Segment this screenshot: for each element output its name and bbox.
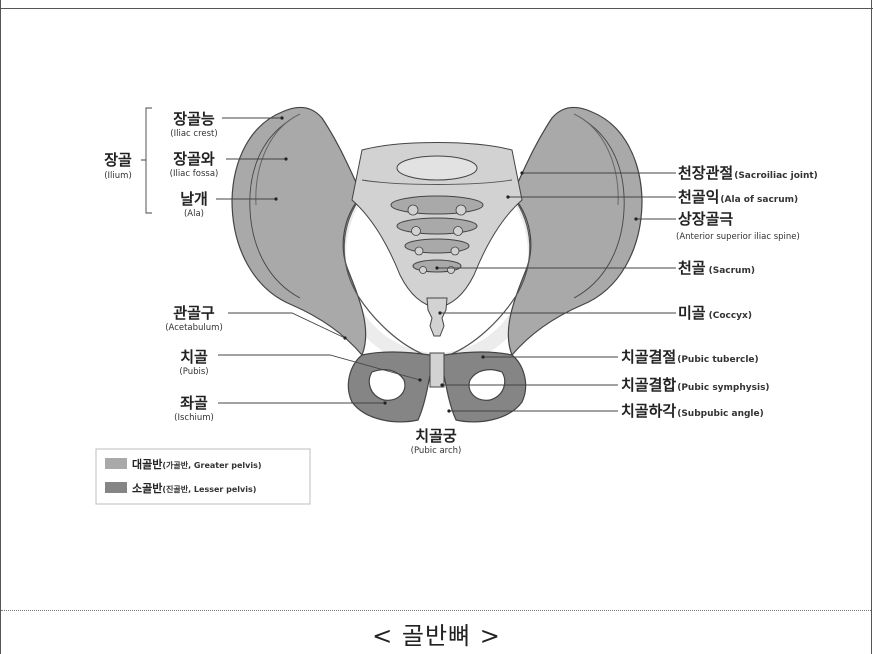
iliac-crest-label-en: (Iliac crest) [170,129,217,139]
ischium-label-en: (Ischium) [174,413,214,423]
iliac-crest-dot [280,116,283,119]
ala-dot [274,197,277,200]
legend-box [96,449,310,504]
left-pubis-ischium [348,352,432,422]
ilium-label: 장골 [104,151,132,169]
pubis-label-en: (Pubis) [179,367,208,377]
ala-label: 날개 [180,190,208,208]
pubic-arch-label: 치골궁 [415,427,457,445]
subpubic-angle-label: 치골하각(Subpubic angle) [621,402,764,420]
ilium-bracket [141,108,152,213]
asis-label: 상장골극 [678,210,733,228]
ilium-label-en: (Ilium) [104,171,132,181]
caption-separator [1,610,871,611]
pubic-tubercle-label: 치골결절(Pubic tubercle) [621,348,759,366]
acetabulum-label-en: (Acetabulum) [165,323,223,333]
pelvis-diagram: 장골 (Ilium) 장골능 (Iliac crest) 장골와 (Iliac … [0,0,873,610]
ala-label-en: (Ala) [184,209,204,219]
sacral-promontory [397,156,477,180]
pubic-symphysis-label: 치골결합(Pubic symphysis) [621,376,770,394]
sacroiliac-dot [520,171,523,174]
sacrum-label: 천골(Sacrum) [678,259,755,277]
figure-caption: < 골반뼈 > [0,616,873,651]
legend-swatch-lesser [105,482,127,493]
asis-dot [634,217,637,220]
coccyx-dot [438,311,441,314]
pubic-symphysis-dot [440,383,443,386]
iliac-crest-label: 장골능 [173,110,215,128]
acetabulum-label: 관골구 [173,304,215,322]
iliac-fossa-label: 장골와 [173,150,215,168]
sacrum-dot [435,266,438,269]
pubic-arch-label-en: (Pubic arch) [411,446,462,456]
iliac-fossa-label-en: (Iliac fossa) [170,169,219,179]
pubis-label: 치골 [180,348,208,366]
pubis-dot [418,378,421,381]
sacroiliac-label: 천장관절(Sacroiliac joint) [678,164,818,182]
coccyx-label: 미골(Coccyx) [678,304,752,322]
ischium-dot [383,401,386,404]
pubic-symphysis [430,353,444,387]
asis-label-en: (Anterior superior iliac spine) [676,232,800,242]
ischium-label: 좌골 [180,394,208,412]
legend-swatch-greater [105,458,127,469]
acetabulum-dot [343,336,346,339]
pubic-tubercle-dot [481,355,484,358]
iliac-fossa-dot [284,157,287,160]
ala-of-sacrum-label: 천골익(Ala of sacrum) [678,188,798,206]
coccyx [427,298,447,336]
subpubic-angle-dot [447,409,450,412]
ala-of-sacrum-dot [506,195,509,198]
